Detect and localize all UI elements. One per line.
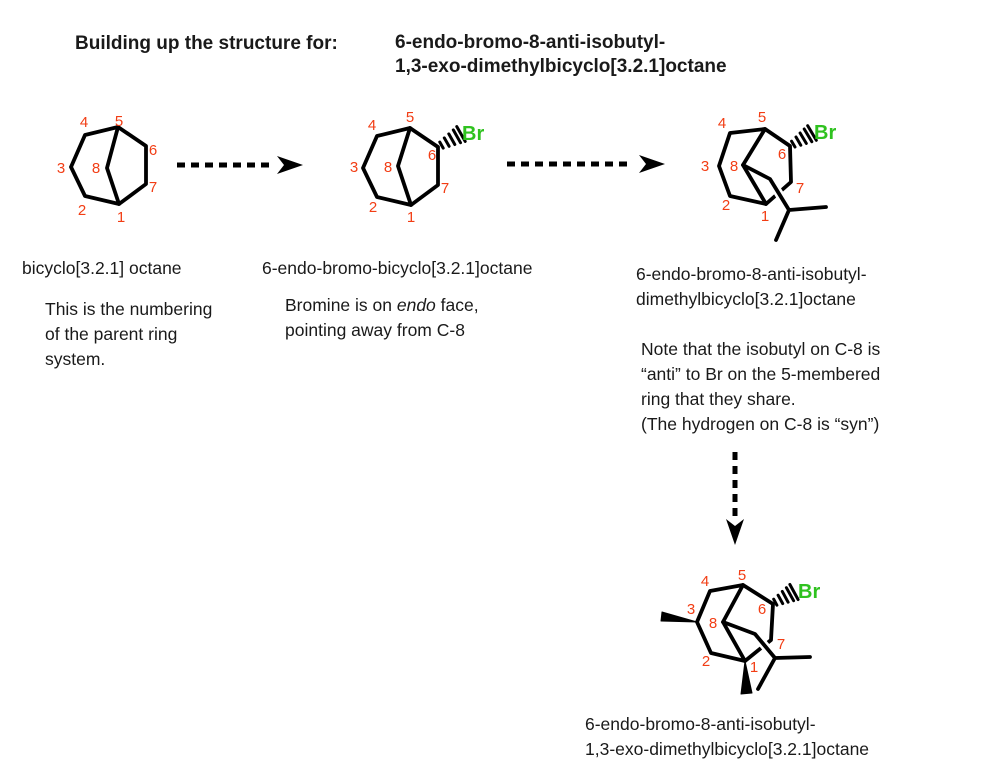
note-structure-3: Note that the isobutyl on C-8 is “anti” … — [641, 337, 880, 437]
wedge-bond-c1-methyl — [740, 660, 753, 695]
bromine-label: Br — [798, 581, 820, 603]
hashed-wedge-bond-c6-br — [772, 583, 800, 607]
arrow-step-2 — [507, 155, 665, 173]
atom-label-c8: 8 — [709, 615, 717, 632]
title-compound-line1: 6-endo-bromo-8-anti-isobutyl- — [395, 32, 666, 53]
note-italic-endo: endo — [396, 295, 436, 315]
note-text: face, — [435, 295, 479, 315]
structure-2-skeleton — [361, 126, 440, 207]
hashed-wedge-bond-c6-br — [790, 124, 818, 149]
isobutyl-chain — [741, 163, 828, 242]
note-line: Bromine is on endo face, — [285, 293, 479, 318]
atom-label-c5: 5 — [758, 109, 766, 126]
arrow-step-3 — [726, 452, 744, 545]
atom-label-c7: 7 — [777, 636, 785, 653]
atom-label-c2: 2 — [78, 202, 86, 219]
atom-label-c4: 4 — [368, 117, 376, 134]
atom-label-c1: 1 — [750, 659, 758, 676]
atom-label-c2: 2 — [722, 197, 730, 214]
note-line: This is the numbering — [45, 299, 213, 319]
page-title: Building up the structure for: — [75, 33, 338, 54]
caption-line: 6-endo-bromo-8-anti-isobutyl- — [636, 264, 867, 284]
atom-label-c3: 3 — [687, 601, 695, 618]
caption-structure-1: bicyclo[3.2.1] octane — [22, 258, 182, 278]
hashed-wedge-bond-c6-br — [438, 125, 467, 150]
atom-label-c3: 3 — [350, 159, 358, 176]
atom-label-c7: 7 — [796, 180, 804, 197]
atom-label-c4: 4 — [80, 114, 88, 131]
structure-4-skeleton — [660, 583, 812, 695]
atom-label-c5: 5 — [406, 109, 414, 126]
note-structure-2: Bromine is on endo face, pointing away f… — [285, 293, 479, 343]
atom-label-c3: 3 — [57, 160, 65, 177]
wedge-bond-c3-methyl — [660, 611, 698, 623]
atom-label-c8: 8 — [730, 158, 738, 175]
note-structure-1: This is the numbering of the parent ring… — [45, 297, 212, 372]
title-compound-name: 6-endo-bromo-8-anti-isobutyl- 1,3-exo-di… — [395, 31, 727, 79]
note-line: Note that the isobutyl on C-8 is — [641, 339, 881, 359]
note-text: Bromine is on — [285, 295, 397, 315]
atom-label-c7: 7 — [149, 179, 157, 196]
note-line: of the parent ring — [45, 324, 178, 344]
atom-label-c6: 6 — [778, 146, 786, 163]
atom-label-c5: 5 — [115, 113, 123, 130]
note-line: “anti” to Br on the 5-membered — [641, 364, 881, 384]
atom-label-c8: 8 — [384, 159, 392, 176]
note-line: ring that they share. — [641, 389, 796, 409]
atom-label-c4: 4 — [701, 573, 709, 590]
atom-label-c7: 7 — [441, 180, 449, 197]
note-line: (The hydrogen on C-8 is “syn”) — [641, 414, 880, 434]
atom-label-c1: 1 — [407, 209, 415, 226]
note-line: system. — [45, 349, 106, 369]
caption-structure-3: 6-endo-bromo-8-anti-isobutyl- dimethylbi… — [636, 262, 867, 312]
atom-label-c1: 1 — [761, 208, 769, 225]
structure-3-skeleton — [717, 127, 828, 242]
caption-structure-2: 6-endo-bromo-bicyclo[3.2.1]octane — [262, 258, 533, 278]
bromine-label: Br — [462, 123, 484, 145]
atom-label-c3: 3 — [701, 158, 709, 175]
title-compound-line2: 1,3-exo-dimethylbicyclo[3.2.1]octane — [395, 56, 727, 77]
arrow-step-1 — [177, 156, 303, 174]
bromine-label: Br — [814, 122, 836, 144]
caption-structure-4: 6-endo-bromo-8-anti-isobutyl- 1,3-exo-di… — [585, 712, 869, 762]
atom-label-c1: 1 — [117, 209, 125, 226]
atom-label-c2: 2 — [369, 199, 377, 216]
caption-line: 6-endo-bromo-8-anti-isobutyl- — [585, 714, 816, 734]
atom-label-c6: 6 — [149, 142, 157, 159]
caption-line: 1,3-exo-dimethylbicyclo[3.2.1]octane — [585, 739, 870, 759]
atom-label-c6: 6 — [758, 601, 766, 618]
atom-label-c5: 5 — [738, 567, 746, 584]
atom-label-c6: 6 — [428, 147, 436, 164]
atom-label-c2: 2 — [702, 653, 710, 670]
isobutyl-chain — [721, 620, 812, 691]
structure-1-skeleton — [69, 125, 148, 206]
note-line: pointing away from C-8 — [285, 320, 465, 340]
caption-line: dimethylbicyclo[3.2.1]octane — [636, 289, 856, 309]
atom-label-c4: 4 — [718, 115, 726, 132]
atom-label-c8: 8 — [92, 160, 100, 177]
